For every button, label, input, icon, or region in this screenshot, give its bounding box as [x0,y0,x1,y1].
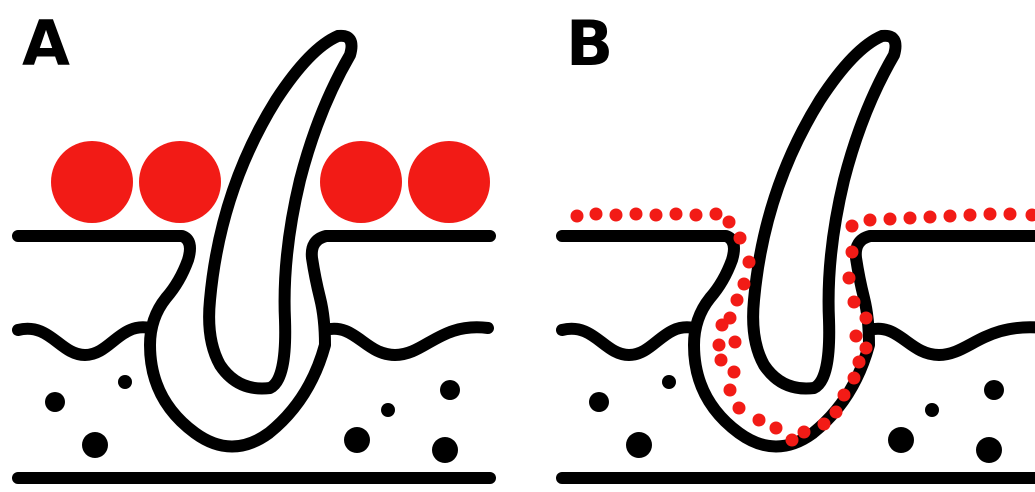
small-particle [734,232,747,245]
tissue-dot [589,392,609,412]
large-particle [139,141,221,223]
tissue-dot [82,432,108,458]
panel-b: B [544,0,1035,492]
small-particle [753,414,766,427]
small-particle [848,372,861,385]
hair-follicle-diagram-a [0,0,518,492]
dermis-line-left [562,327,694,355]
small-particle [1004,208,1017,221]
panel-a: A [0,0,518,492]
small-particle [848,296,861,309]
small-particle [964,209,977,222]
small-particle [710,208,723,221]
small-particle [860,312,873,325]
small-particle [571,210,584,223]
small-particle [738,278,751,291]
small-particle [924,211,937,224]
small-particle [786,434,799,447]
small-particle [670,208,683,221]
small-particle [630,208,643,221]
tissue-dot [118,375,132,389]
small-particle [731,294,744,307]
large-particle [51,141,133,223]
small-particle [884,213,897,226]
small-particle [733,402,746,415]
tissue-dot [984,380,1004,400]
small-particle [690,209,703,222]
small-particle [853,356,866,369]
tissue-dot [432,437,458,463]
tissue-dot [440,380,460,400]
tissue-dot [925,403,939,417]
small-particle [798,426,811,439]
small-particle [843,272,856,285]
small-particle [944,210,957,223]
small-particle [729,336,742,349]
small-particle [590,208,603,221]
small-particle [850,330,863,343]
small-particle [830,406,843,419]
large-particle [408,141,490,223]
hair-follicle-diagram-b [544,0,1035,492]
small-particle [860,342,873,355]
tissue-dot [662,375,676,389]
small-particle [724,384,737,397]
small-particle [904,212,917,225]
small-particle [770,422,783,435]
dermis-line-right [869,327,1035,355]
small-particle [846,246,859,259]
small-particle [716,319,729,332]
large-particle [320,141,402,223]
small-particle [864,214,877,227]
small-particle [728,366,741,379]
small-particle [650,209,663,222]
tissue-dot [344,427,370,453]
small-particle [1026,209,1035,222]
tissue-dot [626,432,652,458]
small-particle [818,418,831,431]
small-particle [713,339,726,352]
small-particle [610,209,623,222]
small-particle [743,256,756,269]
tissue-dot [381,403,395,417]
tissue-dot [976,437,1002,463]
small-particle [715,354,728,367]
tissue-dot [45,392,65,412]
dermis-line-left [18,327,150,355]
dermis-line-right [325,327,488,355]
small-particle [984,208,997,221]
small-particle [838,389,851,402]
tissue-dot [888,427,914,453]
small-particle [846,220,859,233]
small-particle [723,216,736,229]
